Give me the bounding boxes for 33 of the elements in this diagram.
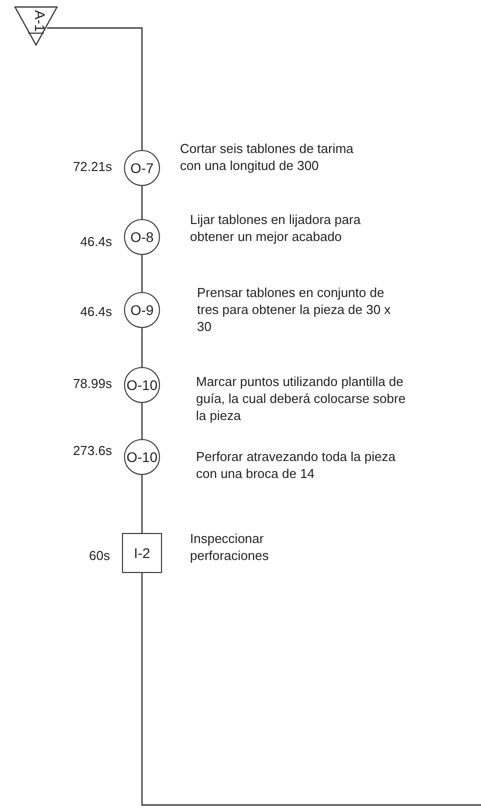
operation-circle bbox=[124, 292, 160, 328]
operation-circle bbox=[124, 219, 160, 255]
flow-line bbox=[141, 186, 143, 219]
node-label: O-8 bbox=[130, 229, 154, 245]
inspection-box bbox=[122, 533, 162, 573]
step-description: Lijar tablones en lijadora para obtener un mejor acabado bbox=[190, 211, 362, 245]
flow-line bbox=[141, 255, 143, 292]
node-label: O-10 bbox=[126, 377, 158, 393]
flow-line bbox=[141, 328, 143, 367]
node-label: O-9 bbox=[130, 302, 154, 318]
step-description: Inspeccionar perforaciones bbox=[190, 530, 270, 564]
flow-line bbox=[47, 27, 143, 150]
operation-circle bbox=[124, 439, 160, 475]
time-label: 273.6s bbox=[72, 443, 112, 458]
time-label: 60s bbox=[88, 548, 110, 563]
node-label: O-10 bbox=[126, 449, 158, 465]
time-label: 46.4s bbox=[79, 234, 112, 249]
time-label: 78.99s bbox=[72, 376, 112, 391]
time-label: 72.21s bbox=[72, 159, 112, 174]
node-label: O-7 bbox=[130, 160, 154, 176]
operation-circle bbox=[124, 150, 160, 186]
node-label: I-2 bbox=[134, 545, 150, 561]
flow-line bbox=[141, 475, 143, 533]
step-description: Cortar seis tablones de tarima con una longitud de 300 bbox=[180, 140, 354, 174]
node-label: A-1 bbox=[32, 10, 48, 32]
step-description: Marcar puntos utilizando plantilla de guía, la cual deberá colocarse sobre la pieza bbox=[196, 373, 407, 424]
flow-line bbox=[141, 573, 481, 806]
time-label: 46.4s bbox=[79, 304, 112, 319]
operation-circle bbox=[124, 367, 160, 403]
step-description: Perforar atravezando toda la pieza con una broca de 14 bbox=[196, 448, 396, 482]
flow-line bbox=[141, 403, 143, 439]
storage-triangle bbox=[14, 6, 58, 46]
step-description: Prensar tablones en conjunto de tres para obtener la pieza de 30 x 30 bbox=[197, 284, 392, 335]
